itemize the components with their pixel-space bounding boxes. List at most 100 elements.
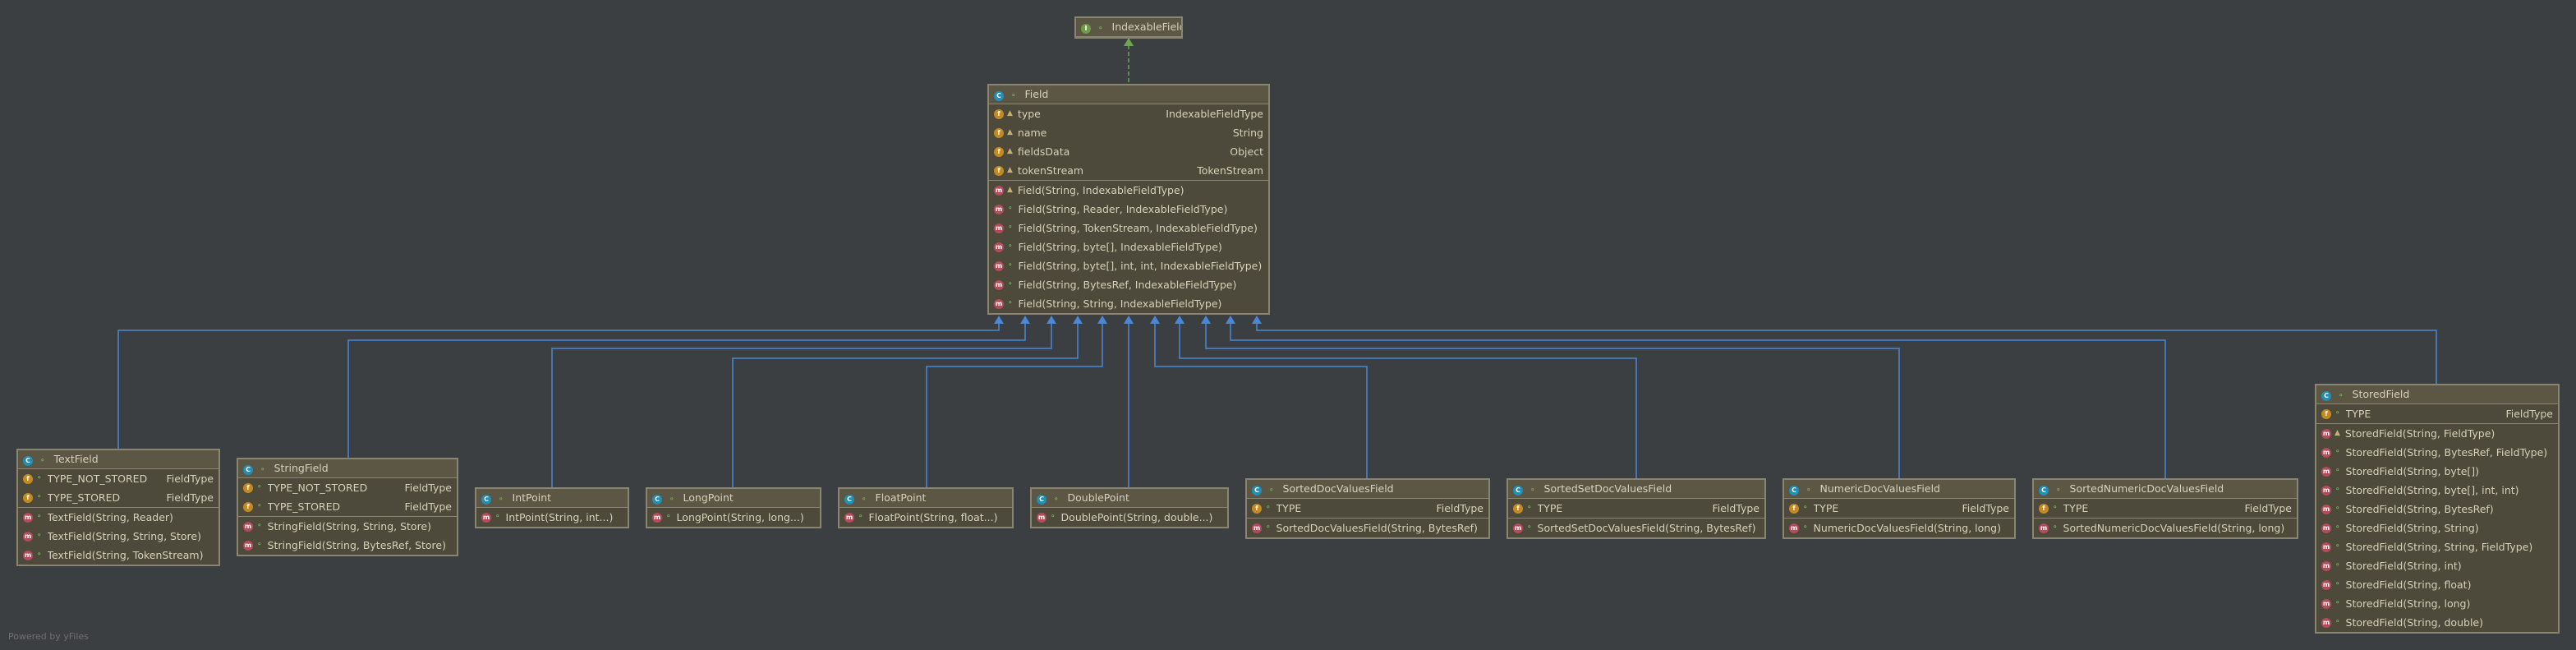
public-icon: ⚬ [2334,542,2341,551]
method-row[interactable]: m⚬StoredField(String, String, FieldType) [2316,537,2558,556]
class-header[interactable]: C ⚬ StringField [238,459,457,478]
field-type: TokenStream [1197,164,1263,177]
method-icon: m [23,512,33,523]
method-icon: m [1789,523,1799,533]
extends-edge [1256,324,2437,384]
method-row[interactable]: m⚬StoredField(String, float) [2316,575,2558,594]
public-icon: ⚬ [2052,523,2058,532]
class-int-point[interactable]: C ⚬ IntPoint m⚬IntPoint(String, int...) [475,487,629,528]
method-row[interactable]: m⚬StoredField(String, String) [2316,519,2558,537]
method-row[interactable]: m⚬StoredField(String, double) [2316,613,2558,632]
class-header[interactable]: C ⚬ Field [989,85,1268,104]
method-row[interactable]: m⚬LongPoint(String, long...) [647,508,820,527]
method-row[interactable]: m⚬TextField(String, String, Store) [18,527,218,546]
method-row[interactable]: m⚬StoredField(String, BytesRef, FieldTyp… [2316,443,2558,462]
class-header[interactable]: I ⚬ IndexableField [1076,18,1181,37]
method-icon: m [1513,523,1523,533]
method-row[interactable]: m⚬StoredField(String, byte[], int, int) [2316,481,2558,500]
public-icon: ⚬ [494,513,501,521]
class-header[interactable]: C ⚬ FloatPoint [840,489,1012,508]
field-type: FieldType [1712,502,1760,514]
method-signature: FloatPoint(String, float...) [868,511,998,523]
class-indexable-field[interactable]: I ⚬ IndexableField [1074,16,1183,39]
class-header[interactable]: C ⚬ LongPoint [647,489,820,508]
method-row[interactable]: m⚬StoredField(String, int) [2316,556,2558,575]
extends-arrowhead [1020,316,1030,324]
methods-section: m⚬LongPoint(String, long...) [647,508,820,527]
method-row[interactable]: m⚬Field(String, TokenStream, IndexableFi… [989,219,1268,237]
method-icon: m [1037,512,1046,523]
method-row[interactable]: m⚬StringField(String, String, Store) [238,517,457,536]
class-long-point[interactable]: C ⚬ LongPoint m⚬LongPoint(String, long..… [646,487,821,528]
public-icon: ⚬ [1010,92,1017,100]
class-double-point[interactable]: C ⚬ DoublePoint m⚬DoublePoint(String, do… [1030,487,1229,528]
method-row[interactable]: m⚬StringField(String, BytesRef, Store) [238,536,457,555]
method-row[interactable]: m⚬StoredField(String, long) [2316,594,2558,613]
field-name: type [1017,108,1041,120]
method-row[interactable]: m⚬IntPoint(String, int...) [476,508,628,527]
class-header[interactable]: C ⚬ SortedSetDocValuesField [1508,480,1764,499]
method-row[interactable]: m⚬TextField(String, Reader) [18,508,218,527]
method-signature: StoredField(String, String) [2345,522,2479,534]
class-float-point[interactable]: C ⚬ FloatPoint m⚬FloatPoint(String, floa… [838,487,1014,528]
field-icon: f [994,108,1004,119]
class-header[interactable]: C ⚬ StoredField [2316,385,2558,404]
class-header[interactable]: C ⚬ NumericDocValuesField [1784,480,2014,499]
method-row[interactable]: m⚬FloatPoint(String, float...) [840,508,1012,527]
method-icon: m [2321,523,2331,533]
method-row[interactable]: m▲Field(String, IndexableFieldType) [989,181,1268,200]
method-row[interactable]: m⚬Field(String, BytesRef, IndexableField… [989,275,1268,294]
method-row[interactable]: m⚬Field(String, String, IndexableFieldTy… [989,294,1268,313]
method-row[interactable]: m▲StoredField(String, FieldType) [2316,424,2558,443]
method-row[interactable]: m⚬StoredField(String, byte[]) [2316,462,2558,481]
method-row[interactable]: m⚬DoublePoint(String, double...) [1032,508,1227,527]
class-header[interactable]: C ⚬ IntPoint [476,489,628,508]
method-row[interactable]: m⚬TextField(String, TokenStream) [18,546,218,565]
method-row[interactable]: m⚬SortedDocValuesField(String, BytesRef) [1247,519,1488,537]
method-row[interactable]: m⚬SortedNumericDocValuesField(String, lo… [2034,519,2297,537]
class-header[interactable]: C ⚬ SortedDocValuesField [1247,480,1488,499]
class-header[interactable]: C ⚬ SortedNumericDocValuesField [2034,480,2297,499]
extends-edge [117,324,1000,449]
method-row[interactable]: m⚬Field(String, Reader, IndexableFieldTy… [989,200,1268,219]
field-type: FieldType [1962,502,2009,514]
method-row[interactable]: m⚬Field(String, byte[], int, int, Indexa… [989,256,1268,275]
method-row[interactable]: m⚬StoredField(String, BytesRef) [2316,500,2558,519]
method-icon: m [994,242,1004,252]
field-icon: f [1513,503,1523,514]
extends-edge [1179,324,1637,478]
class-icon: C [2039,486,2049,496]
class-header[interactable]: C ⚬ DoublePoint [1032,489,1227,508]
method-signature: StoredField(String, byte[], int, int) [2345,484,2519,496]
field-type: FieldType [2244,502,2292,514]
class-header[interactable]: C ⚬ TextField [18,450,218,469]
method-row[interactable]: m⚬Field(String, byte[], IndexableFieldTy… [989,237,1268,256]
class-name: IntPoint [512,491,552,504]
method-signature: LongPoint(String, long...) [676,511,804,523]
method-row[interactable]: m⚬NumericDocValuesField(String, long) [1784,519,2014,537]
method-row[interactable]: m⚬SortedSetDocValuesField(String, BytesR… [1508,519,1764,537]
